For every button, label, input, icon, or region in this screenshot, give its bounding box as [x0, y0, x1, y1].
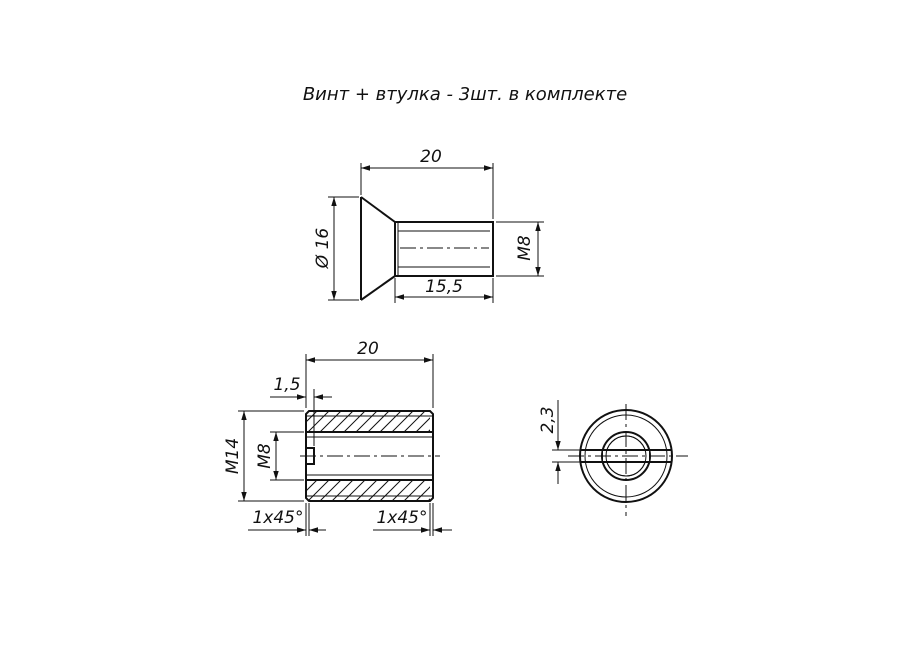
- bushing-view: 20 1,5 M14 M8 1x45° 1x45°: [223, 339, 452, 536]
- screw-head-diameter-label: Ø 16: [313, 228, 333, 270]
- bushing-end-view: 2,3: [538, 400, 688, 516]
- bushing-slot-depth-label: 1,5: [273, 375, 300, 395]
- screw-thread-length-label: 15,5: [425, 277, 463, 297]
- screw-thread-label: M8: [515, 235, 535, 261]
- bushing-outer-thread-label: M14: [223, 438, 243, 474]
- end-view-slot-width-label: 2,3: [538, 406, 558, 433]
- screw-length-label: 20: [420, 147, 442, 167]
- bushing-length-label: 20: [357, 339, 379, 359]
- screw-view: 20 Ø 16 M8 15,5: [313, 147, 544, 303]
- bushing-chamfer-right-label: 1x45°: [376, 508, 427, 528]
- bushing-inner-thread-label: M8: [255, 443, 275, 469]
- drawing-title: Винт + втулка - 3шт. в комплекте: [303, 84, 627, 105]
- bushing-chamfer-left-label: 1x45°: [252, 508, 303, 528]
